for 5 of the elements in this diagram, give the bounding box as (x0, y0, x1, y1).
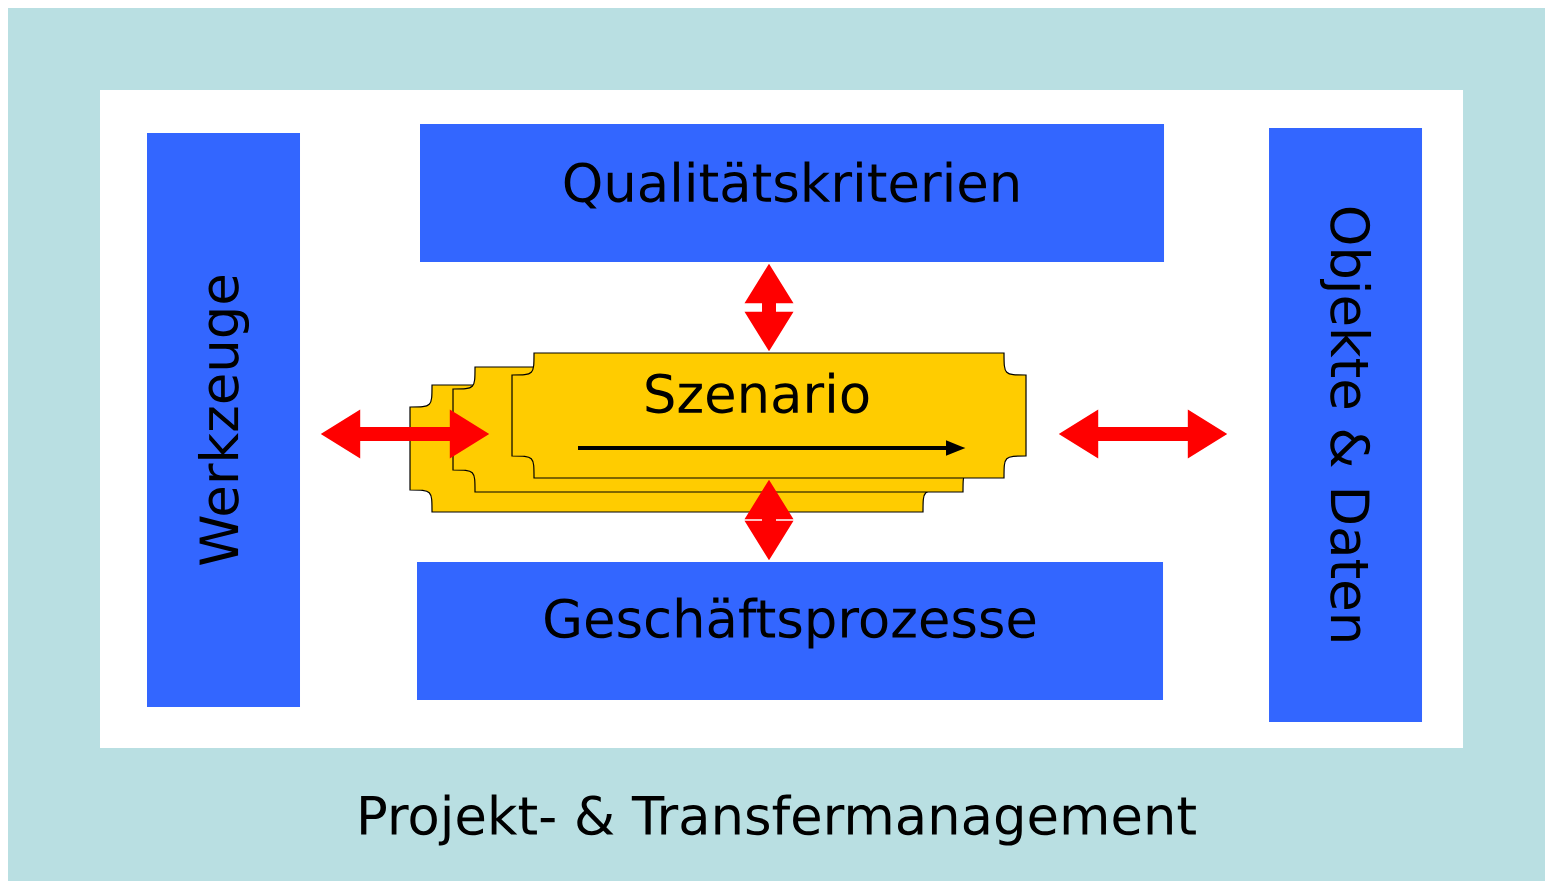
scroll-stack: Szenario (409, 352, 1027, 513)
topic-box: Qualitätskriterien (420, 124, 1164, 262)
topic-box: Geschäftsprozesse (417, 562, 1163, 700)
topic-box: Werkzeuge (147, 133, 300, 707)
topic-box: Objekte & Daten (1269, 128, 1422, 722)
